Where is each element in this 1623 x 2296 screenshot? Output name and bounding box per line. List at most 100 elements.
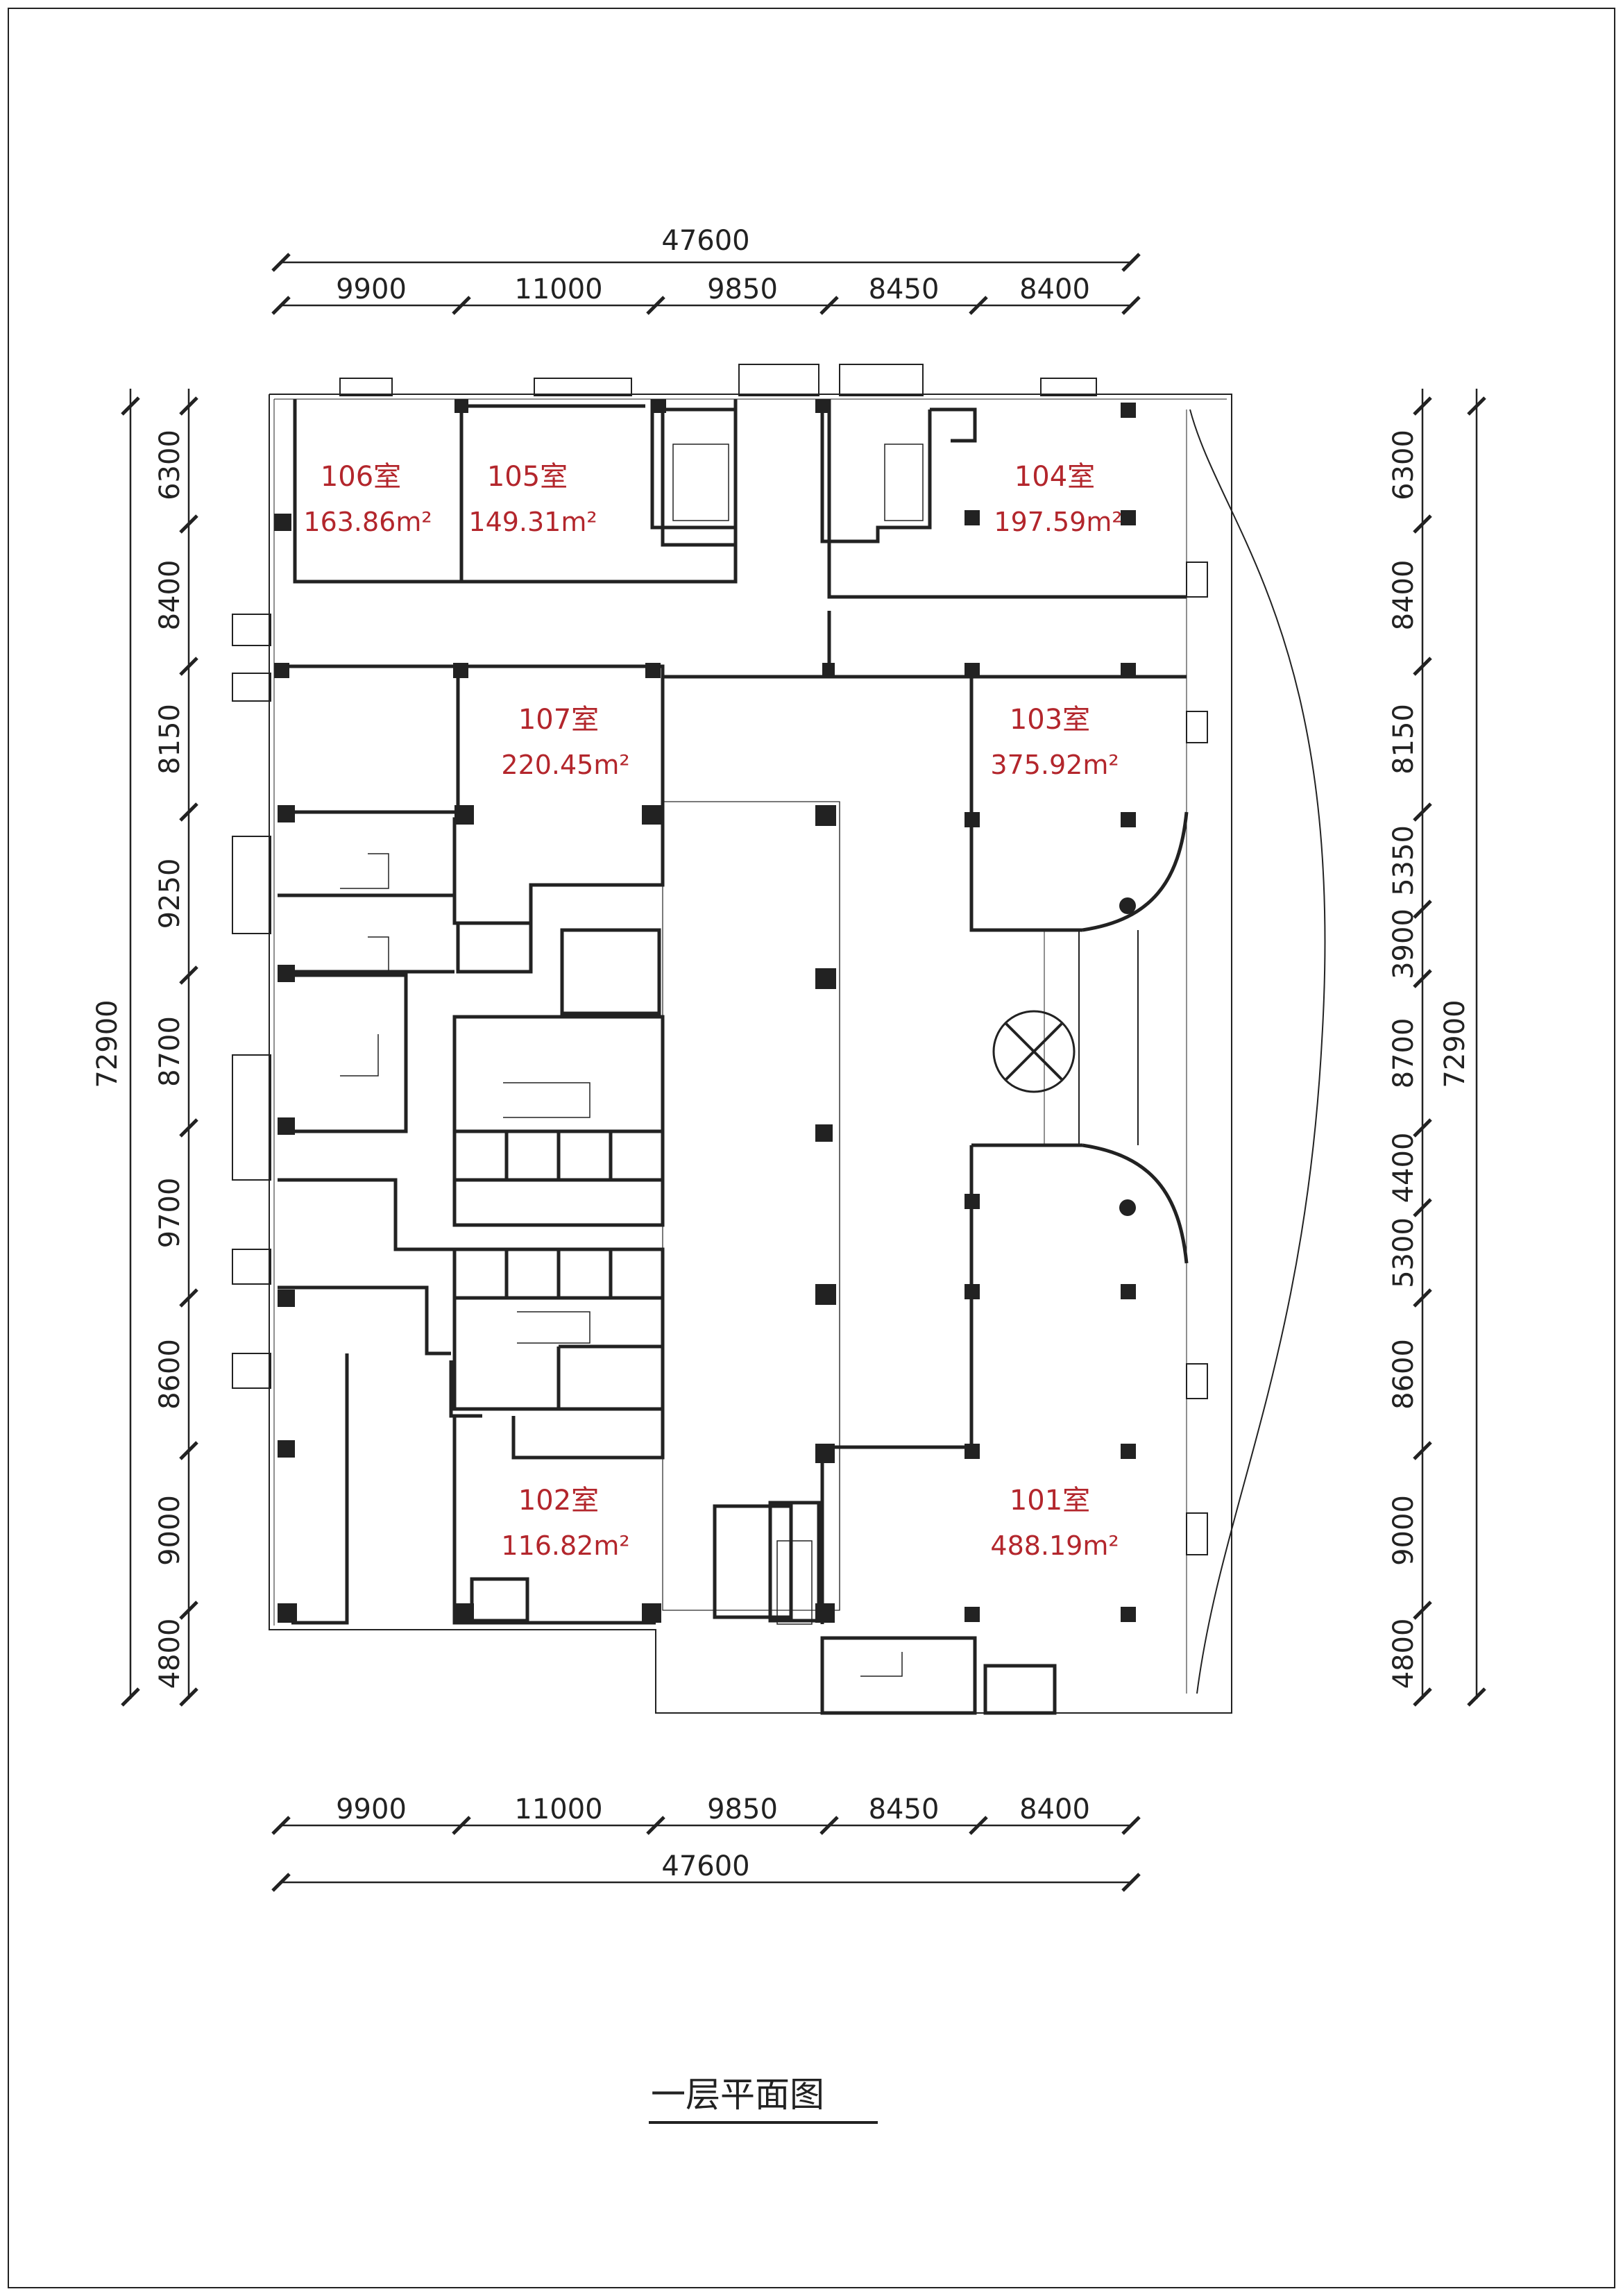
bottom-segment-dimension: 11000 bbox=[514, 1793, 602, 1825]
left-segment-labels: 6300 8400 8150 9250 8700 9700 8600 9000 4800 bbox=[154, 430, 186, 1689]
dimension-tick bbox=[1413, 514, 1432, 534]
dimension-tick bbox=[179, 396, 198, 416]
left-segment-dimension: 9250 bbox=[154, 859, 186, 929]
bottom-total-dimension: 47600 bbox=[661, 1850, 749, 1882]
room-101-name: 101室 bbox=[1010, 1485, 1090, 1517]
building-outline bbox=[232, 364, 1326, 1715]
dimension-tick bbox=[1413, 1288, 1432, 1308]
dimension-tick bbox=[271, 1816, 291, 1835]
bottom-segment-dimension: 9900 bbox=[336, 1793, 407, 1825]
left-segment-dimension: 6300 bbox=[154, 430, 186, 500]
dimension-tick bbox=[1413, 1601, 1432, 1620]
dimension-tick bbox=[179, 802, 198, 822]
dimension-tick bbox=[1413, 1198, 1432, 1217]
right-segment-dimension: 4800 bbox=[1388, 1619, 1420, 1689]
right-segment-dimension: 3900 bbox=[1388, 909, 1420, 979]
room-103-area: 375.92m² bbox=[990, 750, 1119, 780]
right-segment-labels: 6300 8400 8150 5350 3900 8700 4400 5300 8600 9000… bbox=[1388, 430, 1420, 1689]
dimension-tick bbox=[1467, 1687, 1486, 1707]
right-segment-dimension: 8700 bbox=[1388, 1018, 1420, 1089]
dimension-tick bbox=[452, 296, 471, 315]
dimension-tick bbox=[1413, 900, 1432, 919]
right-segment-dimension: 8400 bbox=[1388, 560, 1420, 631]
dimension-tick bbox=[1413, 1118, 1432, 1138]
dimension-tick bbox=[969, 1816, 988, 1835]
dimension-tick bbox=[179, 1118, 198, 1138]
room-labels: 106室 163.86m² 105室 149.31m² 104室 197.59m… bbox=[303, 461, 1122, 1561]
dimension-tick bbox=[1413, 1687, 1432, 1707]
dimension-tick bbox=[179, 514, 198, 534]
dimension-tick bbox=[1413, 657, 1432, 676]
left-segment-dimension: 4800 bbox=[154, 1619, 186, 1689]
sheet-border bbox=[8, 8, 1615, 2288]
dimension-tick bbox=[179, 1601, 198, 1620]
dimension-tick bbox=[179, 1441, 198, 1460]
dimension-tick bbox=[1121, 296, 1141, 315]
room-104-area: 197.59m² bbox=[994, 507, 1122, 537]
dimension-tick bbox=[1121, 1873, 1141, 1892]
left-segment-dimension: 8400 bbox=[154, 560, 186, 631]
left-total-dimension: 72900 bbox=[92, 999, 124, 1088]
dimension-tick bbox=[271, 1873, 291, 1892]
bottom-segment-dimension: 8400 bbox=[1019, 1793, 1090, 1825]
top-segment-dimension: 9850 bbox=[707, 273, 778, 305]
dimension-tick bbox=[1413, 802, 1432, 822]
dimension-tick bbox=[179, 1288, 198, 1308]
dimension-ticks bbox=[121, 253, 1486, 1892]
dimension-tick bbox=[969, 296, 988, 315]
dimension-tick bbox=[1467, 396, 1486, 416]
top-segment-dimension: 9900 bbox=[336, 273, 407, 305]
dimension-tick bbox=[646, 296, 665, 315]
room-105-name: 105室 bbox=[487, 461, 568, 493]
dimension-tick bbox=[1121, 1816, 1141, 1835]
dimension-tick bbox=[1121, 253, 1141, 272]
dimension-tick bbox=[121, 396, 140, 416]
left-segment-dimension: 8700 bbox=[154, 1016, 186, 1087]
dimension-lines bbox=[129, 261, 1478, 1884]
right-total-dimension: 72900 bbox=[1439, 999, 1471, 1088]
room-103-name: 103室 bbox=[1010, 704, 1090, 736]
left-segment-dimension: 8600 bbox=[154, 1339, 186, 1410]
dimension-tick bbox=[179, 657, 198, 676]
room-105-area: 149.31m² bbox=[468, 507, 597, 537]
dimension-tick bbox=[819, 296, 839, 315]
right-segment-dimension: 4400 bbox=[1388, 1133, 1420, 1204]
room-106-name: 106室 bbox=[321, 461, 401, 493]
right-segment-dimension: 8150 bbox=[1388, 704, 1420, 775]
room-102-area: 116.82m² bbox=[501, 1530, 629, 1561]
right-segment-dimension: 8600 bbox=[1388, 1339, 1420, 1410]
room-107-name: 107室 bbox=[518, 704, 599, 736]
room-104-name: 104室 bbox=[1014, 461, 1095, 493]
left-segment-dimension: 9000 bbox=[154, 1495, 186, 1566]
dimension-tick bbox=[271, 296, 291, 315]
bottom-segment-dimension: 8450 bbox=[869, 1793, 940, 1825]
top-total-dimension: 47600 bbox=[661, 225, 749, 257]
dimension-tick bbox=[1413, 396, 1432, 416]
room-102-name: 102室 bbox=[518, 1485, 599, 1517]
right-segment-dimension: 6300 bbox=[1388, 430, 1420, 500]
top-segment-dimension: 8400 bbox=[1019, 273, 1090, 305]
room-107-area: 220.45m² bbox=[501, 750, 629, 780]
right-segment-dimension: 5300 bbox=[1388, 1217, 1420, 1288]
dimension-tick bbox=[819, 1816, 839, 1835]
bottom-segment-dimension: 9850 bbox=[707, 1793, 778, 1825]
drawing-title: 一层平面图 bbox=[651, 2075, 824, 2115]
bottom-segment-labels: 9900 11000 9850 8450 8400 bbox=[336, 1793, 1090, 1825]
right-segment-dimension: 9000 bbox=[1388, 1495, 1420, 1566]
dimension-tick bbox=[179, 965, 198, 985]
dimension-tick bbox=[271, 253, 291, 272]
left-segment-dimension: 8150 bbox=[154, 704, 186, 775]
dimension-tick bbox=[179, 1687, 198, 1707]
right-segment-dimension: 5350 bbox=[1388, 825, 1420, 896]
room-101-area: 488.19m² bbox=[990, 1530, 1119, 1561]
dimension-tick bbox=[646, 1816, 665, 1835]
left-segment-dimension: 9700 bbox=[154, 1178, 186, 1249]
dimension-tick bbox=[1413, 969, 1432, 988]
dimension-tick bbox=[1413, 1441, 1432, 1460]
room-106-area: 163.86m² bbox=[303, 507, 432, 537]
dimension-tick bbox=[452, 1816, 471, 1835]
top-segment-dimension: 11000 bbox=[514, 273, 602, 305]
dimension-tick bbox=[121, 1687, 140, 1707]
